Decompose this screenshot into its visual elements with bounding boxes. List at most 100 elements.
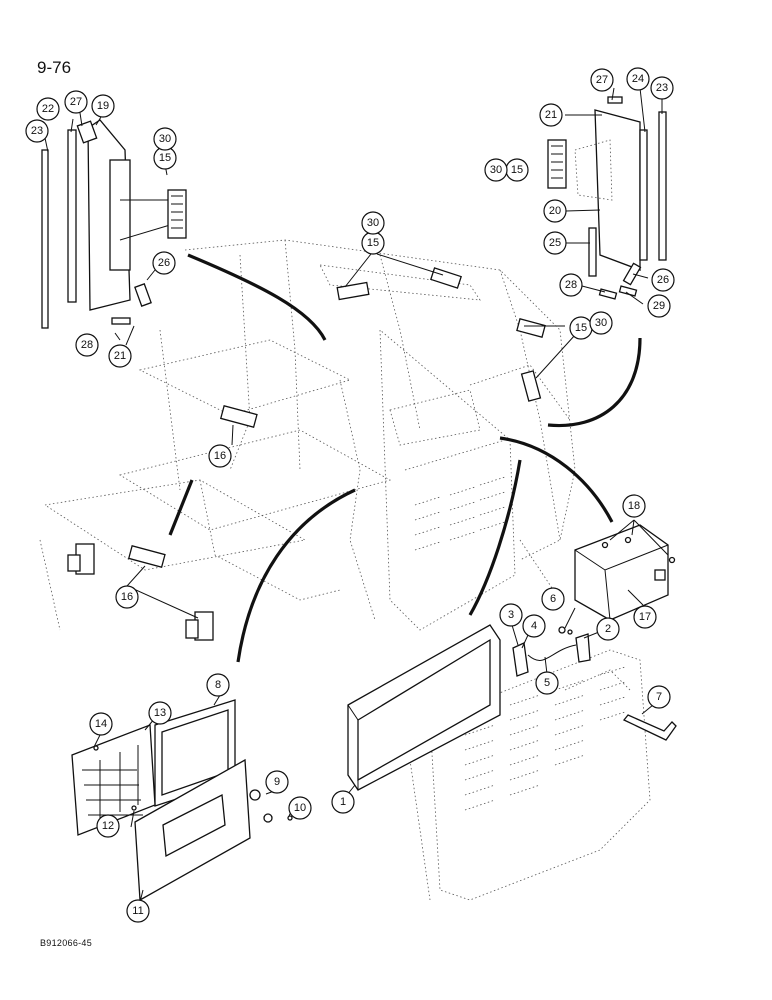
svg-text:12: 12 [102,820,114,832]
callout-7: 7 [647,685,671,709]
svg-text:21: 21 [545,109,557,121]
svg-text:16: 16 [121,591,133,603]
callout-23-left: 23 [25,119,49,143]
callout-3: 3 [499,603,523,627]
callout-26-left: 26 [152,251,176,275]
callout-13: 13 [148,701,172,725]
svg-text:26: 26 [158,257,170,269]
svg-text:4: 4 [531,620,537,632]
callout-16-lower: 16 [115,585,139,609]
svg-text:21: 21 [114,350,126,362]
callout-24: 24 [626,67,650,91]
cab-frame-outline [39,239,576,631]
floor-vents [67,405,258,641]
callout-leaders [44,87,669,903]
svg-text:13: 13 [154,707,166,719]
svg-text:28: 28 [565,279,577,291]
svg-text:20: 20 [549,205,561,217]
callout-22: 22 [36,97,60,121]
svg-text:10: 10 [294,802,306,814]
callout-20: 20 [543,199,567,223]
svg-text:7: 7 [656,691,662,703]
svg-text:15: 15 [159,152,171,164]
callout-15-upper-left: 15 [153,146,177,170]
callout-18: 18 [622,494,646,518]
vent-louver-upper-left [167,189,187,239]
svg-text:14: 14 [95,718,107,730]
right-side-panel-assembly [574,96,667,300]
support-rod [622,714,677,741]
vent-louver-right [547,139,567,189]
svg-text:18: 18 [628,500,640,512]
svg-text:15: 15 [367,237,379,249]
callout-30-right-lower: 30 [589,311,613,335]
svg-text:27: 27 [70,96,82,108]
svg-text:30: 30 [490,164,502,176]
svg-text:23: 23 [656,82,668,94]
page-number: 9-76 [37,58,72,77]
callout-29: 29 [647,294,671,318]
callout-6: 6 [541,587,565,611]
callout-27-right: 27 [590,68,614,92]
svg-text:3: 3 [508,609,514,621]
callout-30-upper-left: 30 [153,127,177,151]
callout-21-right: 21 [539,103,563,127]
callout-14: 14 [89,712,113,736]
callout-21-left: 21 [108,344,132,368]
callout-28-left: 28 [75,333,99,357]
cab-vent-assembly [71,699,293,902]
callout-16-upper: 16 [208,444,232,468]
left-side-panel-assembly [41,119,171,329]
svg-text:16: 16 [214,450,226,462]
air-filter [347,624,501,791]
svg-text:25: 25 [549,237,561,249]
callout-30-roof: 30 [361,211,385,235]
callout-5: 5 [535,671,559,695]
callout-4: 4 [522,614,546,638]
callout-19: 19 [91,94,115,118]
callout-25: 25 [543,231,567,255]
callout-27-left: 27 [64,90,88,114]
callout-26-right: 26 [651,268,675,292]
svg-text:26: 26 [657,274,669,286]
svg-text:23: 23 [31,125,43,137]
callout-8: 8 [206,673,230,697]
svg-text:29: 29 [653,300,665,312]
svg-text:5: 5 [544,677,550,689]
svg-text:15: 15 [511,164,523,176]
rear-door-outline [409,649,651,901]
callout-11: 11 [126,899,150,923]
svg-text:30: 30 [367,217,379,229]
svg-text:30: 30 [595,317,607,329]
callout-10: 10 [288,796,312,820]
svg-text:27: 27 [596,74,608,86]
callout-9: 9 [265,770,289,794]
svg-text:6: 6 [550,593,556,605]
svg-text:11: 11 [132,905,143,917]
callout-28-right: 28 [559,273,583,297]
svg-text:22: 22 [42,103,54,115]
callout-12: 12 [96,814,120,838]
svg-text:30: 30 [159,133,171,145]
svg-text:19: 19 [97,100,109,112]
svg-text:8: 8 [215,679,221,691]
assembly-arrows [168,253,642,663]
callouts: 1 2 3 4 5 6 7 8 9 10 11 12 13 14 15 15 1… [25,67,675,923]
mounting-bracket [574,524,676,621]
svg-text:1: 1 [340,796,346,808]
callout-15-right-upper: 15 [505,158,529,182]
svg-text:9: 9 [274,776,280,788]
figure-code: B912066-45 [40,938,93,948]
svg-text:2: 2 [605,623,611,635]
callout-15-right-lower: 15 [569,316,593,340]
roof-vents [336,267,546,402]
svg-text:28: 28 [81,339,93,351]
callout-30-right-upper: 30 [484,158,508,182]
latch-hardware [512,626,591,677]
callout-1: 1 [331,790,355,814]
svg-text:24: 24 [632,73,644,85]
rear-panel-louvers [414,476,506,551]
callout-15-roof: 15 [361,231,385,255]
callout-17: 17 [633,605,657,629]
